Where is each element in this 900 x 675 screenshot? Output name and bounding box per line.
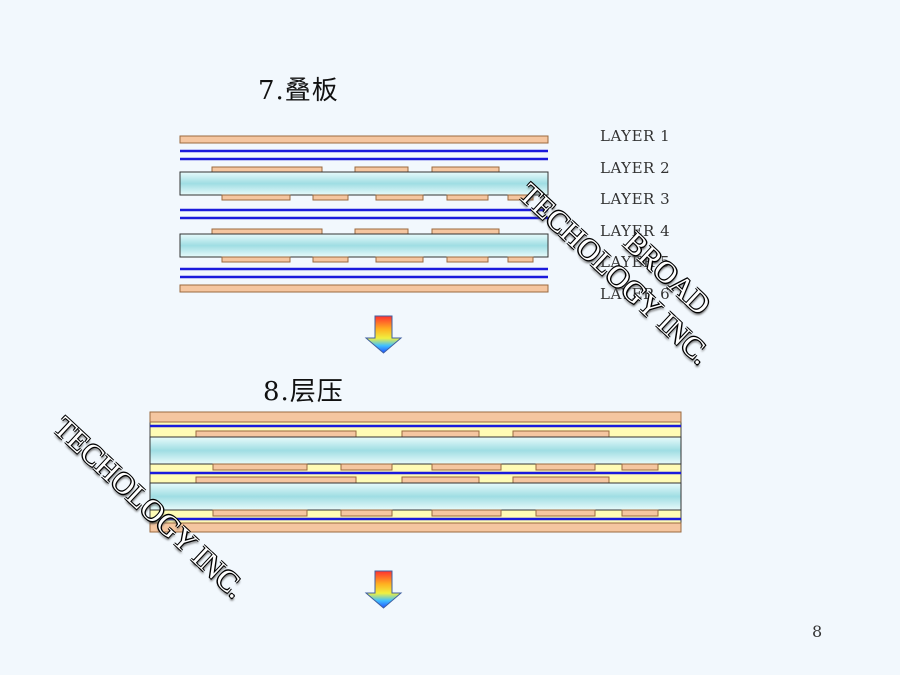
stackup-laminated (149, 411, 682, 533)
copper-pad (431, 463, 502, 471)
core-1 (179, 171, 549, 196)
copper-pad (401, 430, 480, 438)
layer-label-4: LAYER 4 (600, 221, 671, 240)
step-8-title: 8.层压 (263, 377, 344, 407)
layer-labels: LAYER 1 LAYER 2 LAYER 3 LAYER 4 LAYER 5 … (600, 127, 670, 316)
layer-label-5: LAYER 5 (600, 253, 671, 271)
copper-pad (212, 463, 308, 471)
copper-foil-bottom (149, 522, 682, 533)
layer-label-3: LAYER 3 (600, 190, 671, 208)
copper-pad (446, 194, 489, 201)
layer-label-6: LAYER 6 (600, 284, 671, 303)
stackup-before (179, 135, 549, 293)
core-2 (179, 233, 549, 258)
core-1 (149, 436, 682, 465)
copper-pad (446, 256, 489, 263)
copper-pad (431, 228, 500, 235)
copper-pad (621, 463, 659, 471)
copper-pad (401, 476, 480, 484)
copper-pad (212, 509, 308, 517)
layer-label-1: LAYER 1 (600, 127, 671, 145)
copper-pad (621, 509, 659, 517)
copper-pad (375, 194, 424, 201)
copper-pad (431, 166, 500, 173)
copper-pad (535, 509, 596, 517)
copper-pad (507, 256, 534, 263)
copper-pad (211, 166, 323, 173)
copper-pad (512, 476, 610, 484)
copper-pad (354, 166, 409, 173)
copper-pad (512, 430, 610, 438)
copper-pad (340, 509, 393, 517)
down-arrow-icon (364, 570, 403, 609)
copper-pad (195, 430, 357, 438)
copper-pad (340, 463, 393, 471)
copper-pad (375, 256, 424, 263)
down-arrow-icon (364, 315, 403, 354)
copper-pad (221, 256, 291, 263)
copper-pad (312, 256, 349, 263)
copper-pad (535, 463, 596, 471)
page-number: 8 (812, 622, 823, 641)
copper-pad (354, 228, 409, 235)
copper-foil-top (179, 135, 549, 144)
copper-foil-top (149, 411, 682, 423)
core-2 (149, 482, 682, 511)
copper-pad (431, 509, 502, 517)
copper-pad (211, 228, 323, 235)
copper-pad (312, 194, 349, 201)
layer-label-2: LAYER 2 (600, 158, 671, 177)
copper-pad (195, 476, 357, 484)
step-7-title: 7.叠板 (258, 76, 339, 106)
copper-pad (507, 194, 534, 201)
copper-pad (221, 194, 291, 201)
copper-foil-bottom (179, 284, 549, 293)
